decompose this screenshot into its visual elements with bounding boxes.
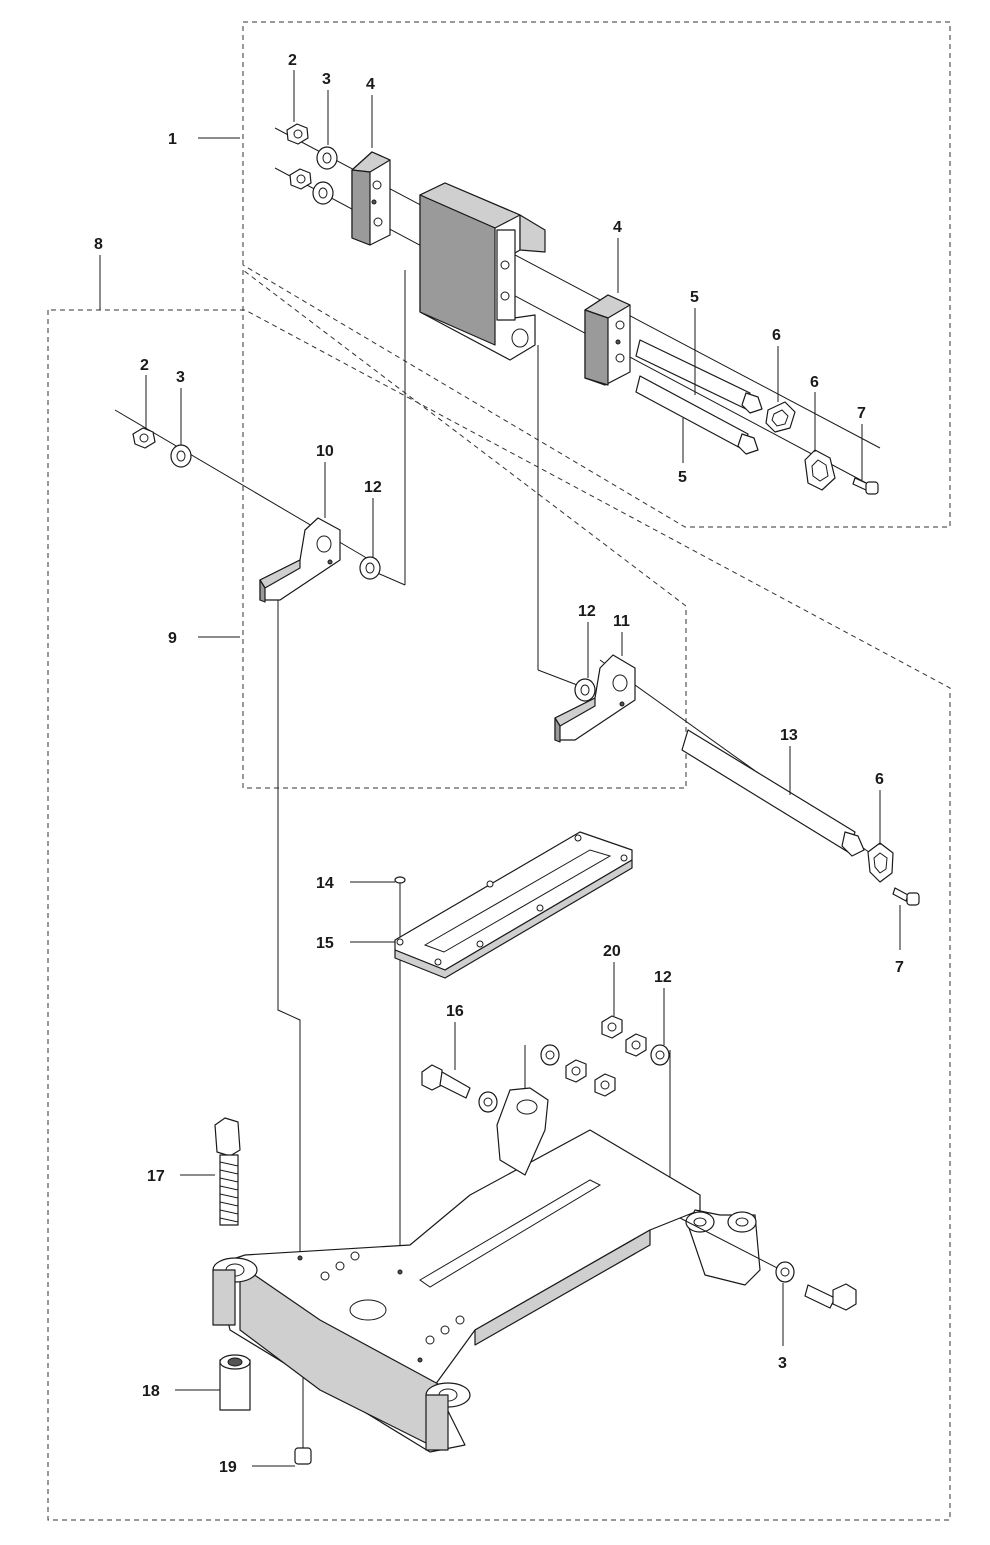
clamp-assembly-parts (274, 123, 881, 495)
callout-20: 20 (603, 943, 621, 960)
callout-6: 6 (810, 374, 819, 391)
callout-10: 10 (316, 443, 334, 460)
callout-12: 12 (364, 479, 382, 496)
bracket-parts (114, 270, 920, 906)
callout-9: 9 (168, 630, 177, 647)
callout-3: 3 (176, 369, 185, 386)
callout-17: 17 (147, 1168, 165, 1185)
callout-12: 12 (578, 603, 596, 620)
callout-2: 2 (140, 357, 149, 374)
callout-13: 13 (780, 727, 798, 744)
callout-3: 3 (322, 71, 331, 88)
callout-7: 7 (895, 959, 904, 976)
callout-16: 16 (446, 1003, 464, 1020)
callout-3: 3 (778, 1355, 787, 1372)
callout-14: 14 (316, 875, 334, 892)
group-1-boundary (242, 21, 951, 528)
callout-6: 6 (875, 771, 884, 788)
callout-5: 5 (690, 289, 699, 306)
callout-labels: 1 2 3 4 4 5 5 6 6 7 8 2 3 10 12 9 12 11 … (94, 52, 904, 1476)
base-frame-parts (212, 600, 857, 1465)
callout-15: 15 (316, 935, 334, 952)
callout-19: 19 (219, 1459, 237, 1476)
callout-1: 1 (168, 131, 177, 148)
callout-4: 4 (366, 76, 375, 93)
callout-5: 5 (678, 469, 687, 486)
callout-8: 8 (94, 236, 103, 253)
callout-11: 11 (613, 613, 630, 630)
leader-lines (99, 70, 901, 1467)
callout-12: 12 (654, 969, 672, 986)
callout-2: 2 (288, 52, 297, 69)
group-8-boundary (47, 309, 951, 1521)
callout-18: 18 (142, 1383, 160, 1400)
group-9-boundary (242, 269, 687, 789)
callout-7: 7 (857, 405, 866, 422)
callout-6: 6 (772, 327, 781, 344)
callout-4: 4 (613, 219, 622, 236)
